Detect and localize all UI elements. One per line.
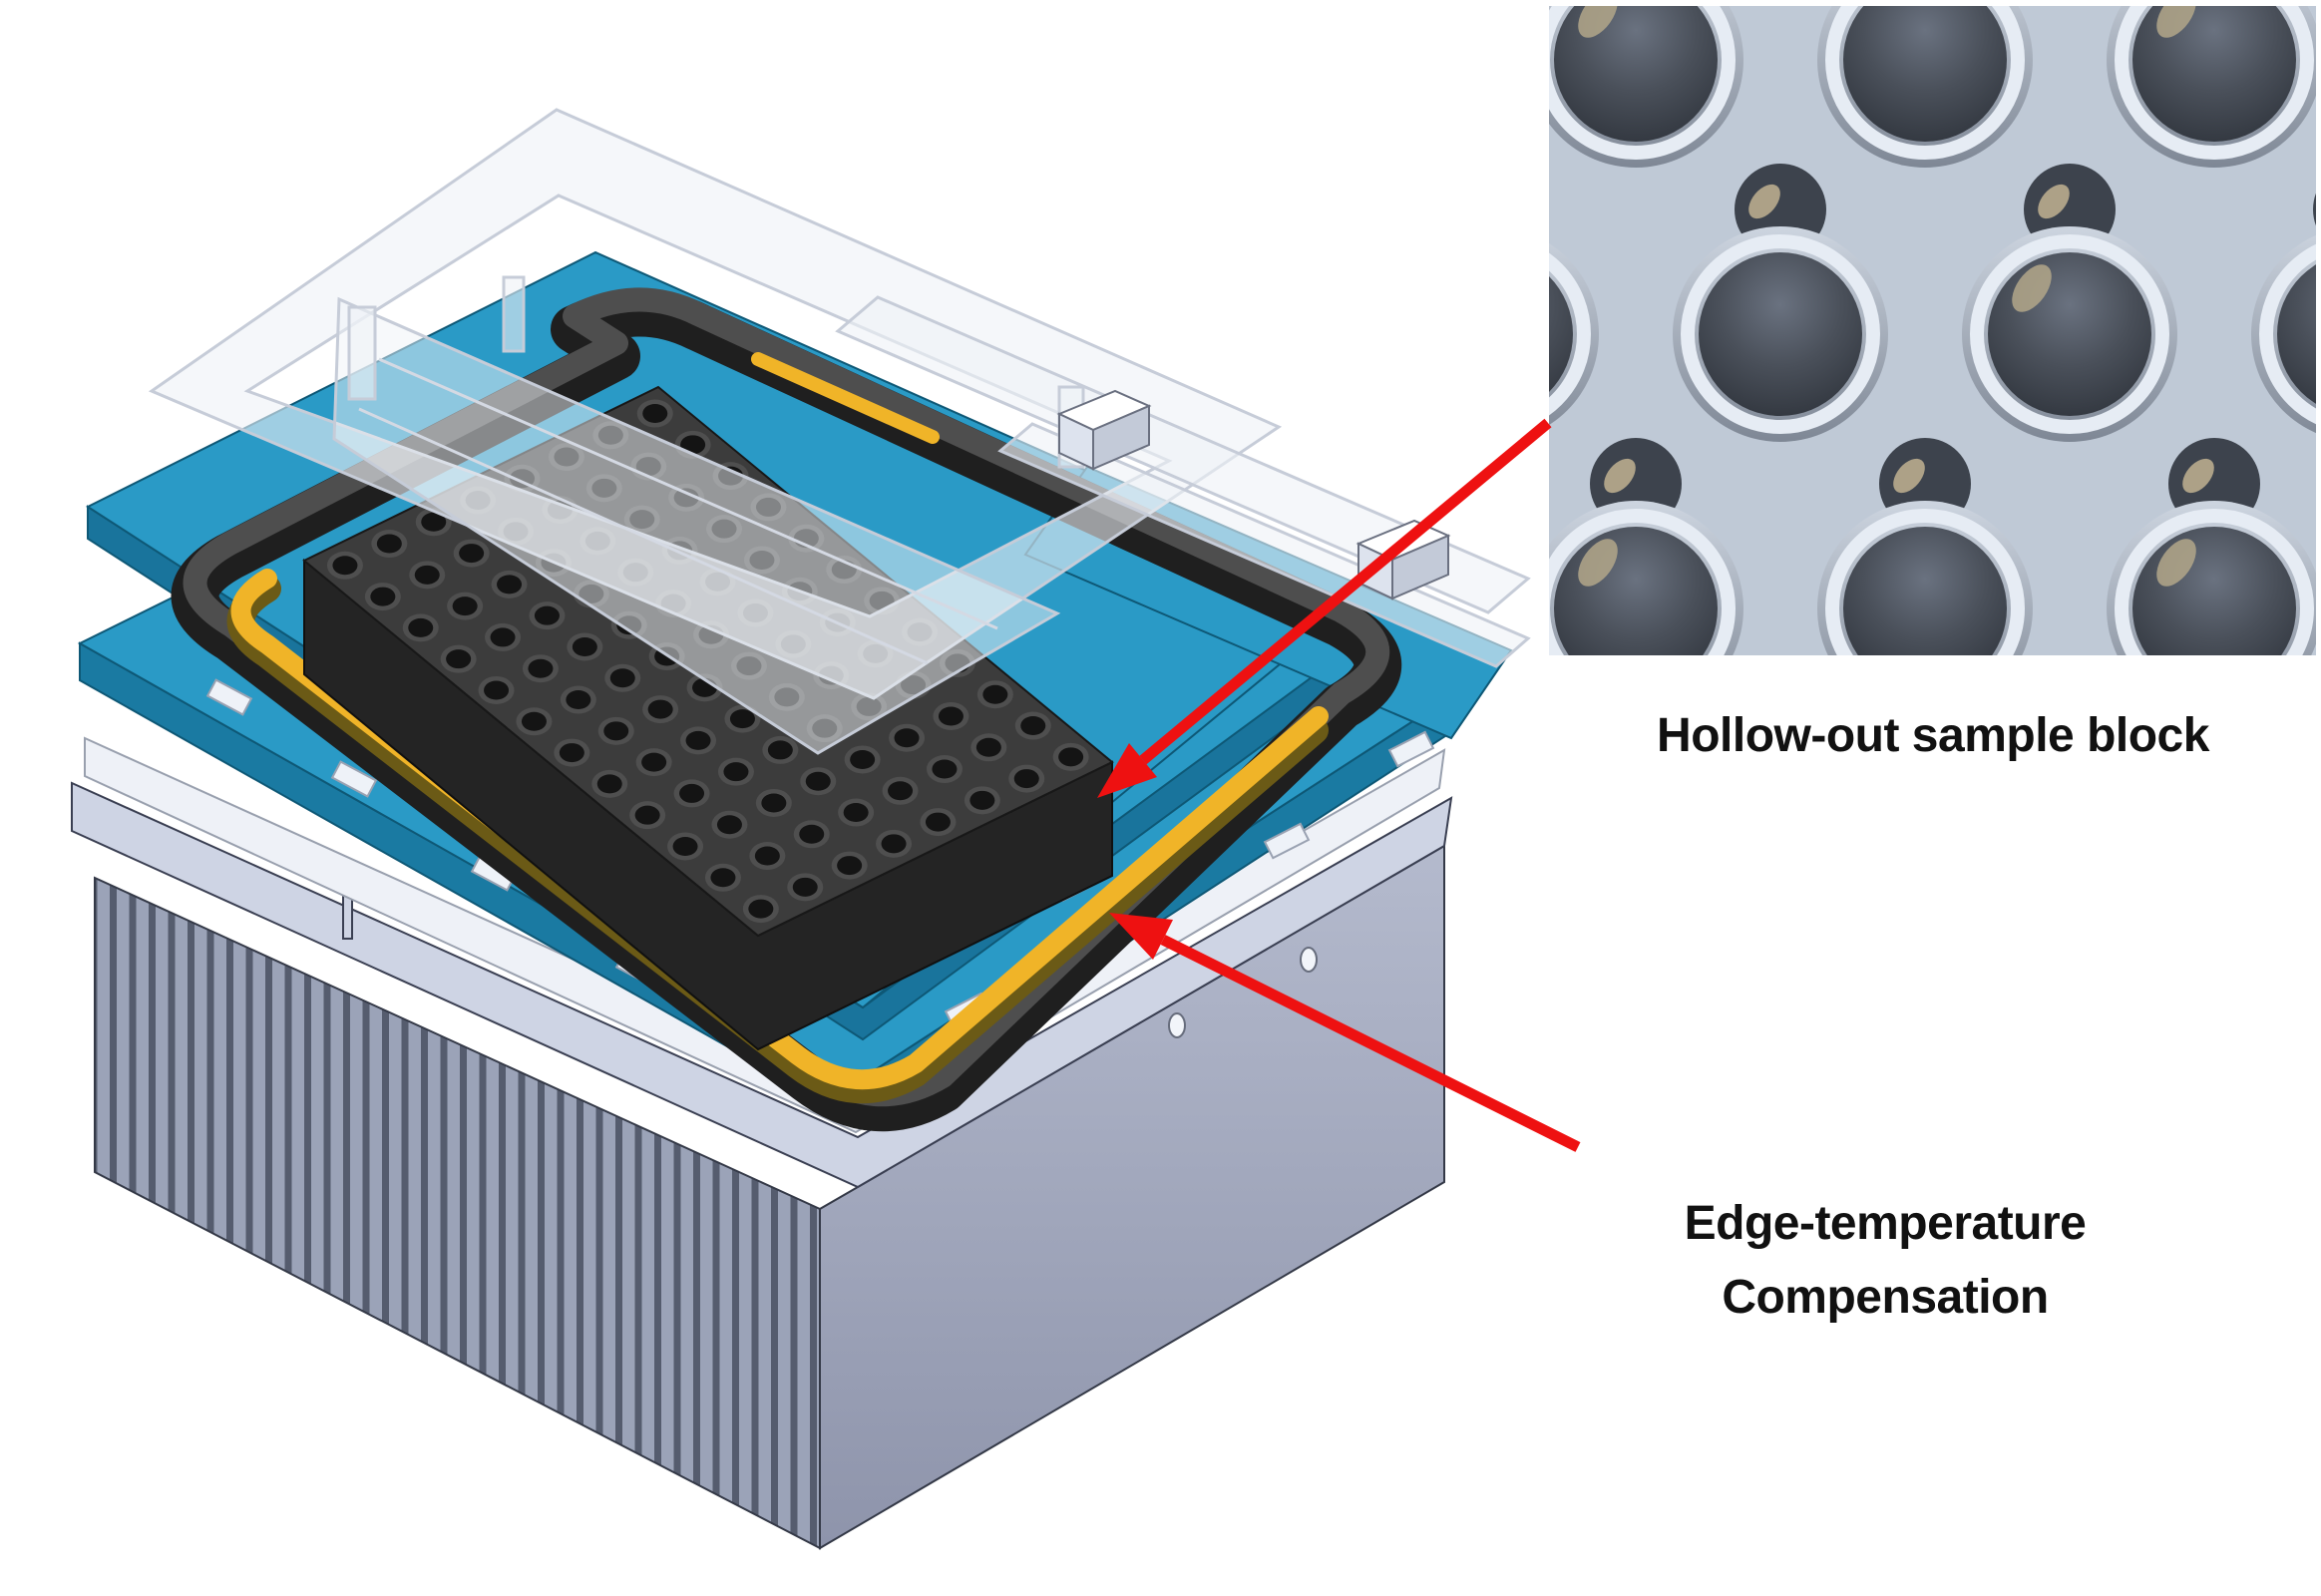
flange-screw-hole xyxy=(1300,947,1318,973)
inset-caption-label: Hollow-out sample block xyxy=(1657,709,2209,762)
flange-screw-hole xyxy=(1168,1012,1186,1038)
translucent-frame xyxy=(148,108,1531,755)
clamp-rail-upper xyxy=(835,295,1531,614)
arrowhead xyxy=(1097,743,1157,798)
inset-closeup xyxy=(1549,6,2316,655)
compensation-label-line2: Compensation xyxy=(1722,1271,2049,1325)
compensation-frame-top-sliver xyxy=(751,352,940,444)
frame-post xyxy=(502,275,526,353)
inset-well-array xyxy=(1549,6,2316,655)
arrow-to-sample-block xyxy=(1097,418,1552,798)
heat-sink-top-flange xyxy=(71,781,1453,1189)
frame-post xyxy=(347,305,377,401)
arrowhead xyxy=(1109,913,1173,960)
compensation-frame-yellow xyxy=(230,569,1329,1090)
compensation-label: Edge-temperature Compensation xyxy=(1556,1187,2214,1336)
heat-sink xyxy=(71,781,1453,1550)
latch-clip-left xyxy=(1056,389,1152,471)
compensation-label-line1: Edge-temperature xyxy=(1684,1197,2087,1250)
gasket-ring xyxy=(171,287,1402,1132)
arrow-to-compensation xyxy=(1109,913,1581,1152)
gasket-ring-top-sheen xyxy=(183,287,1390,1107)
